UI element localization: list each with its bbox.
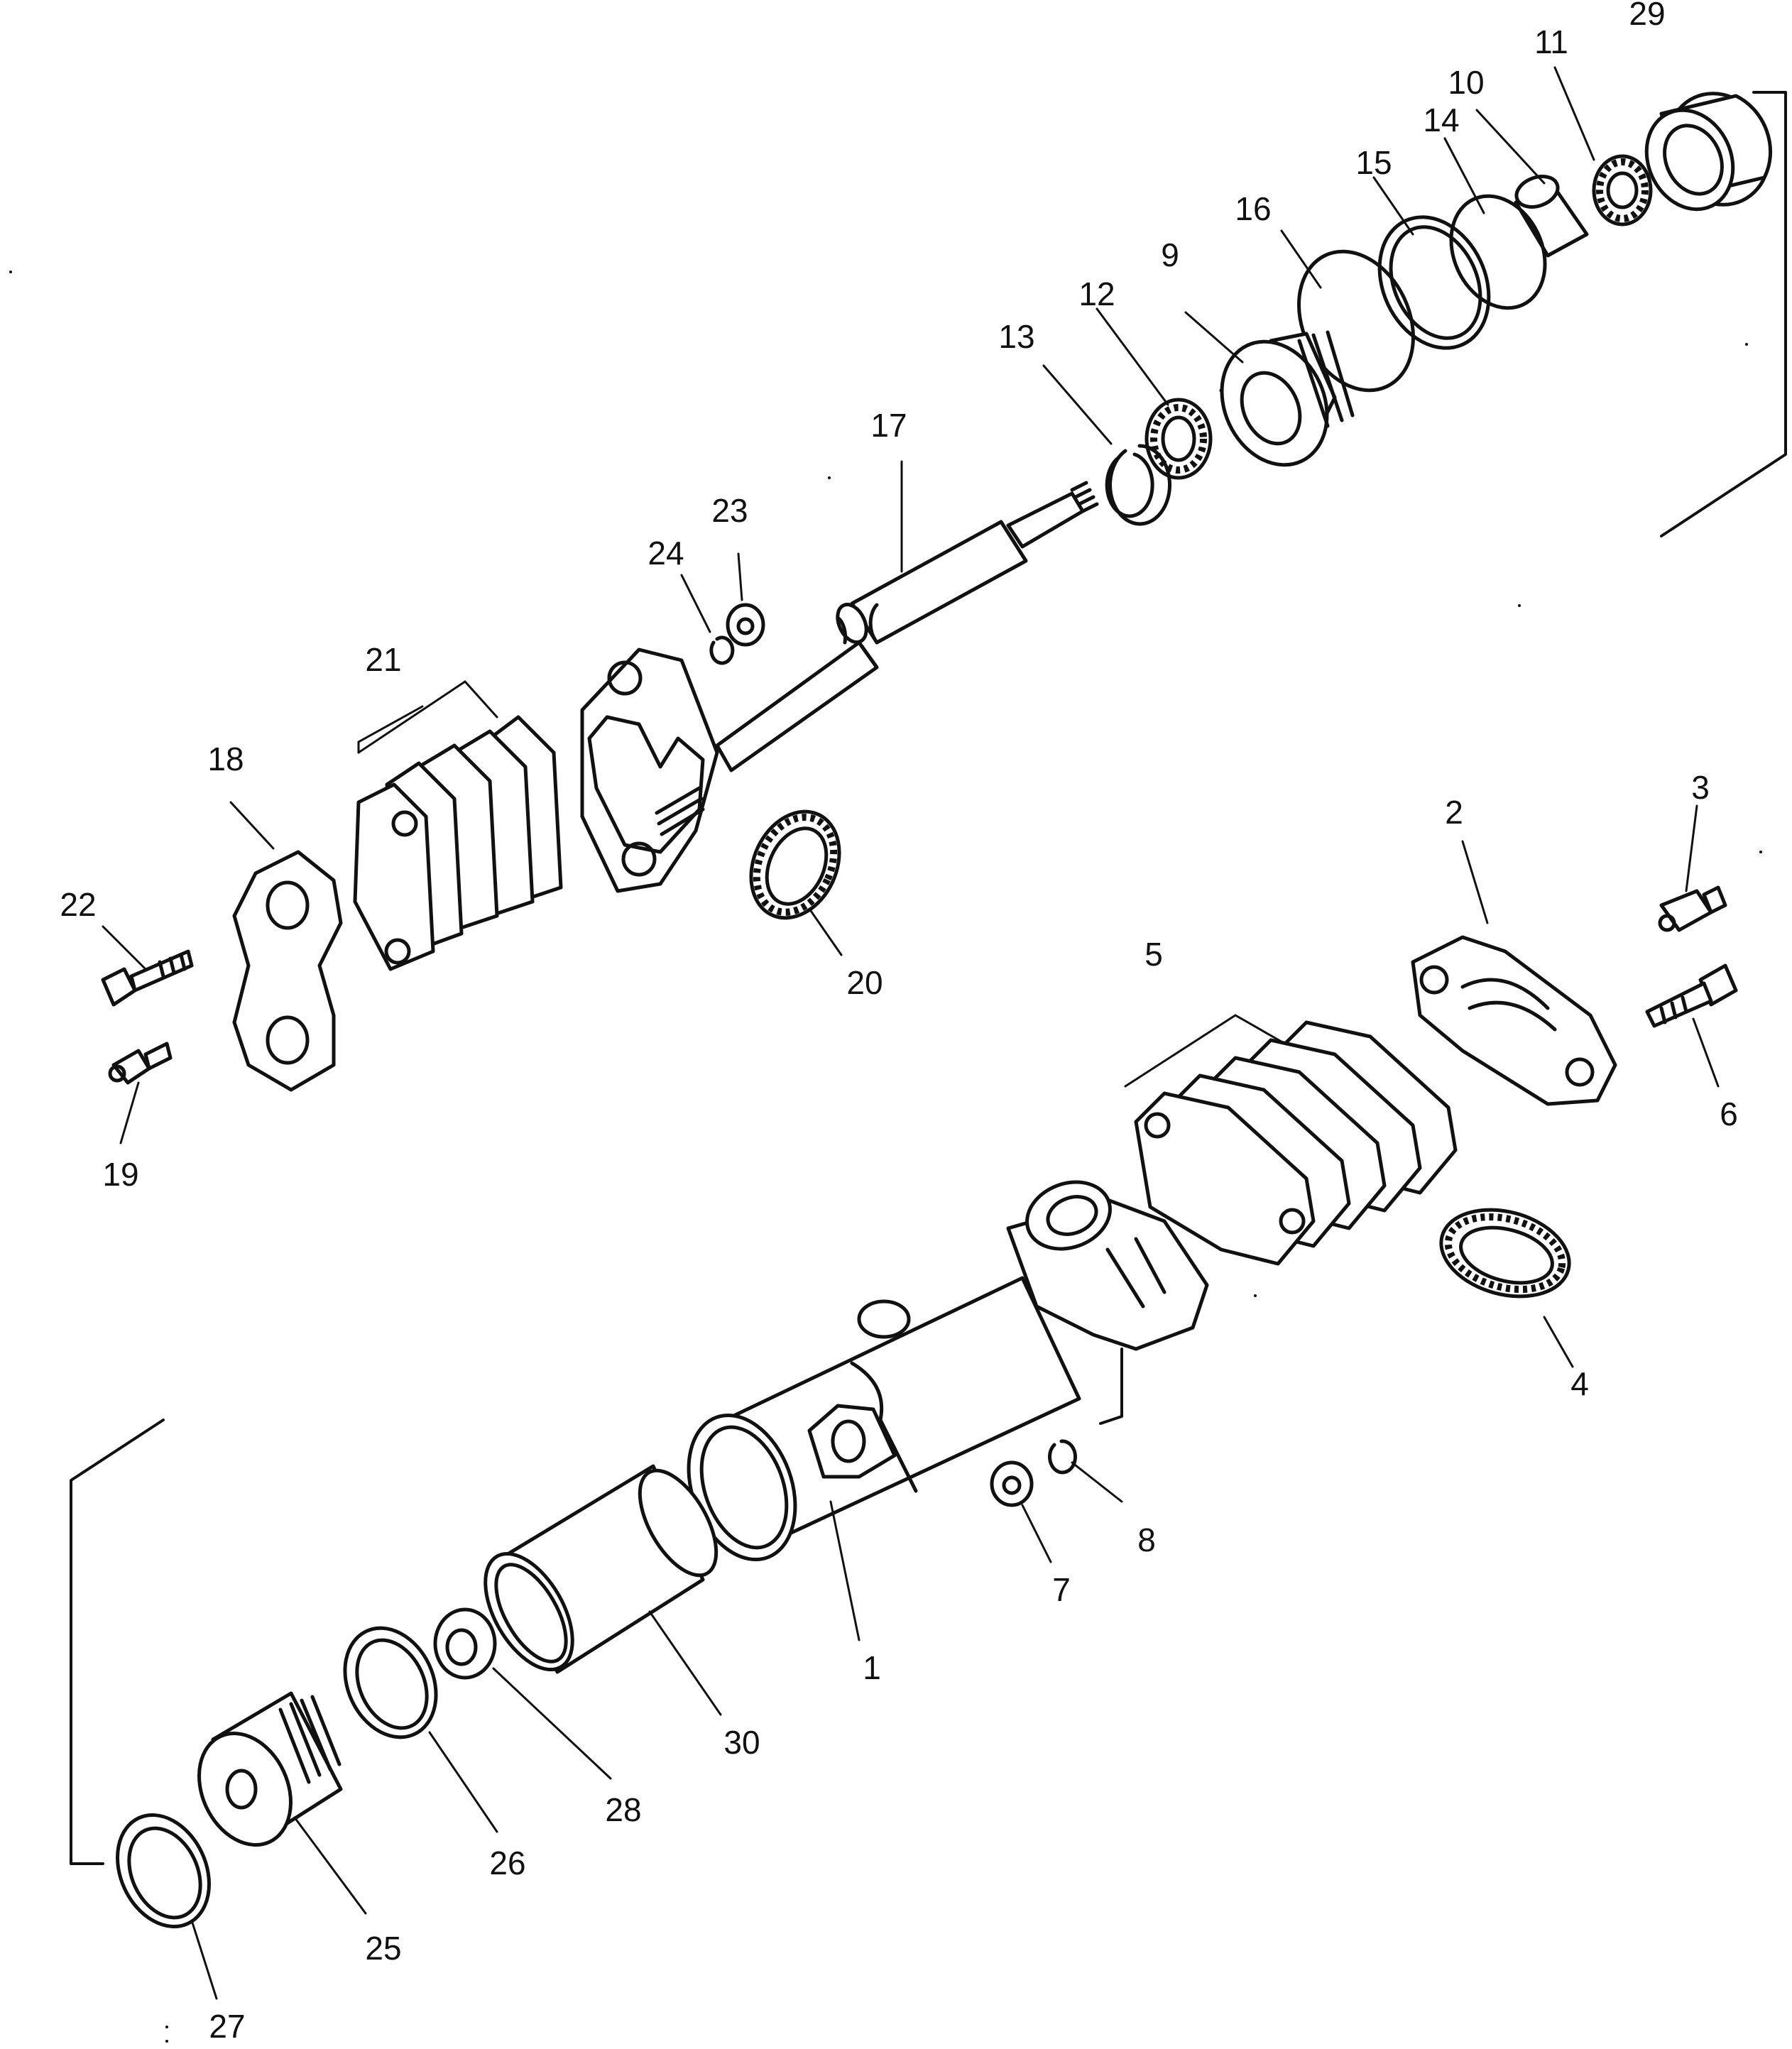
part-26-ring	[343, 1626, 438, 1739]
part-8-washer	[1048, 1439, 1077, 1475]
leader-lines	[102, 66, 1720, 2000]
callout-16: 16	[1235, 190, 1271, 227]
part-22-bolt	[101, 949, 194, 1007]
assembly-bracket-lines	[70, 91, 1787, 1865]
part-14-o-ring	[1449, 194, 1547, 310]
callout-29: 29	[1629, 0, 1665, 32]
callout-4: 4	[1570, 1365, 1589, 1402]
callout-23: 23	[711, 492, 748, 529]
callout-1: 1	[863, 1649, 881, 1686]
part-3-grease-fitting	[1658, 885, 1727, 932]
callout-9: 9	[1161, 236, 1179, 273]
part-17-piston-rod	[715, 481, 1099, 772]
part-28-nut	[433, 1607, 497, 1680]
part-5-shims	[1134, 1020, 1458, 1266]
callout-12: 12	[1078, 275, 1115, 312]
callout-14: 14	[1423, 102, 1459, 138]
callout-6: 6	[1720, 1095, 1738, 1132]
part-15-backup-ring	[1377, 215, 1491, 350]
part-30-piston	[483, 1464, 719, 1674]
part-7-nut	[990, 1460, 1034, 1507]
part-29-bushing	[1644, 92, 1773, 212]
scan-specks	[9, 271, 1762, 2043]
callout-17: 17	[870, 407, 907, 444]
callout-22: 22	[60, 886, 96, 923]
callout-3: 3	[1691, 769, 1710, 806]
part-25-piston-seal	[197, 1691, 343, 1847]
part-13-snap-ring	[1105, 444, 1171, 526]
callout-26: 26	[489, 1845, 525, 1881]
callout-19: 19	[102, 1156, 138, 1193]
callout-labels: 29 11 10 14 15 16 9 12 13 17 23 24 21 18…	[60, 0, 1737, 2045]
callout-25: 25	[365, 1930, 401, 1967]
part-10-bushing	[1514, 175, 1589, 258]
part-1-cylinder-tube	[687, 1180, 1209, 1562]
part-9-head	[1219, 330, 1355, 467]
part-24-washer	[709, 635, 735, 665]
part-21-shims	[353, 715, 563, 971]
callout-2: 2	[1445, 794, 1463, 831]
callout-20: 20	[846, 964, 883, 1001]
part-11-nut	[1592, 154, 1653, 226]
part-12-dust-seal	[1144, 398, 1213, 480]
callout-5: 5	[1144, 936, 1163, 973]
callout-8: 8	[1137, 1521, 1156, 1558]
part-6-bolt	[1645, 963, 1738, 1028]
part-27-ring	[116, 1813, 211, 1929]
callout-11: 11	[1534, 23, 1568, 60]
part-17-rod-eye	[580, 648, 719, 893]
callout-7: 7	[1052, 1571, 1071, 1608]
callout-21: 21	[365, 641, 401, 678]
callout-30: 30	[723, 1724, 760, 1761]
part-4-seal	[1439, 1208, 1571, 1299]
part-18-cap	[232, 850, 343, 1092]
part-23-nut	[726, 603, 765, 647]
callout-13: 13	[998, 318, 1034, 355]
callout-24: 24	[648, 535, 684, 572]
part-19-grease-fitting	[108, 1042, 173, 1085]
callout-10: 10	[1448, 64, 1484, 101]
part-2-cap	[1411, 935, 1617, 1106]
callout-15: 15	[1355, 144, 1392, 181]
callout-18: 18	[207, 741, 244, 777]
callout-28: 28	[605, 1791, 641, 1828]
callout-27: 27	[209, 2008, 245, 2045]
part-20-seal	[749, 809, 841, 920]
